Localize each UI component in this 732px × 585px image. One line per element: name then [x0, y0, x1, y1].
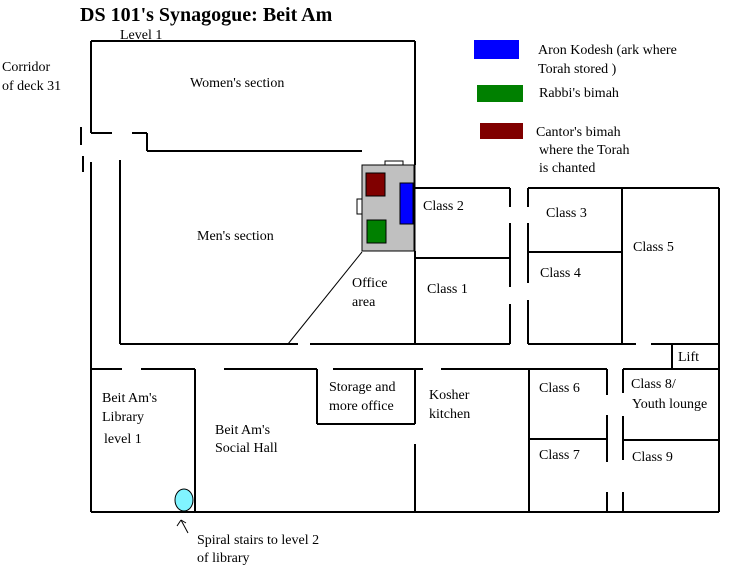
- aron-kodesh-ark: [399, 182, 414, 225]
- room-label-class-2: Class 2: [423, 199, 464, 214]
- corridor-label-line-2: of deck 31: [2, 79, 61, 94]
- sanctuary-platform: [356, 160, 416, 252]
- room-label-kitchen-line-1: Kosher: [429, 388, 470, 403]
- room-label-lift: Lift: [678, 350, 699, 365]
- room-label-storage-line-1: Storage and: [329, 380, 395, 395]
- arrow-head-left: [176, 519, 182, 527]
- room-label-kitchen-line-2: kitchen: [429, 407, 470, 422]
- legend-label-ark-line-2: Torah stored ): [538, 62, 617, 77]
- walls: [80, 40, 720, 513]
- legend-swatch-cantor-bimah: [480, 123, 523, 139]
- legend: Aron Kodesh (ark where Torah stored ) Ra…: [474, 40, 677, 176]
- spiral-stairs-label-line-2: of library: [197, 551, 249, 566]
- level-label: Level 1: [120, 28, 162, 43]
- wall-office-diagonal: [287, 251, 363, 345]
- room-label-library-line-1: Beit Am's: [102, 391, 157, 406]
- room-label-library-line-2: Library: [102, 410, 144, 425]
- arrow-icon: [176, 519, 189, 534]
- legend-label-cantor-line-1: Cantor's bimah: [536, 125, 621, 140]
- room-label-storage-line-2: more office: [329, 399, 394, 414]
- room-label-class-1: Class 1: [427, 282, 468, 297]
- room-label-class-9: Class 9: [632, 450, 673, 465]
- spiral-stairs: [174, 488, 194, 512]
- room-label-class-4: Class 4: [540, 266, 581, 281]
- room-label-class-5: Class 5: [633, 240, 674, 255]
- room-label-social-hall-line-2: Social Hall: [215, 441, 278, 456]
- arrow-head-right: [180, 519, 187, 524]
- room-label-office-line-1: Office: [352, 276, 388, 291]
- room-label-mens-section: Men's section: [197, 229, 274, 244]
- legend-swatch-ark: [474, 40, 519, 59]
- room-label-office-line-2: area: [352, 295, 376, 310]
- rabbi-bimah: [366, 219, 387, 244]
- arrow-shaft: [180, 519, 189, 534]
- room-label-class-7: Class 7: [539, 448, 580, 463]
- room-label-womens-section: Women's section: [190, 76, 284, 91]
- platform-step-left: [356, 198, 363, 215]
- legend-swatch-rabbi-bimah: [477, 85, 523, 102]
- page-title: DS 101's Synagogue: Beit Am: [80, 4, 333, 26]
- legend-label-rabbi-bimah: Rabbi's bimah: [539, 86, 619, 101]
- room-label-class-3: Class 3: [546, 206, 587, 221]
- platform-step-top: [384, 160, 404, 166]
- legend-label-cantor-line-3: is chanted: [539, 161, 595, 176]
- room-label-class-6: Class 6: [539, 381, 580, 396]
- cantor-bimah: [365, 172, 386, 197]
- corridor-label-line-1: Corridor: [2, 60, 51, 75]
- legend-label-ark-line-1: Aron Kodesh (ark where: [538, 43, 677, 58]
- room-label-social-hall-line-1: Beit Am's: [215, 423, 270, 438]
- legend-label-cantor-line-2: where the Torah: [539, 143, 630, 158]
- room-label-class-8-line-2: Youth lounge: [632, 397, 707, 412]
- spiral-stairs-label-line-1: Spiral stairs to level 2: [197, 533, 319, 548]
- room-label-library-line-3: level 1: [104, 432, 142, 447]
- room-label-class-8-line-1: Class 8/: [631, 377, 676, 392]
